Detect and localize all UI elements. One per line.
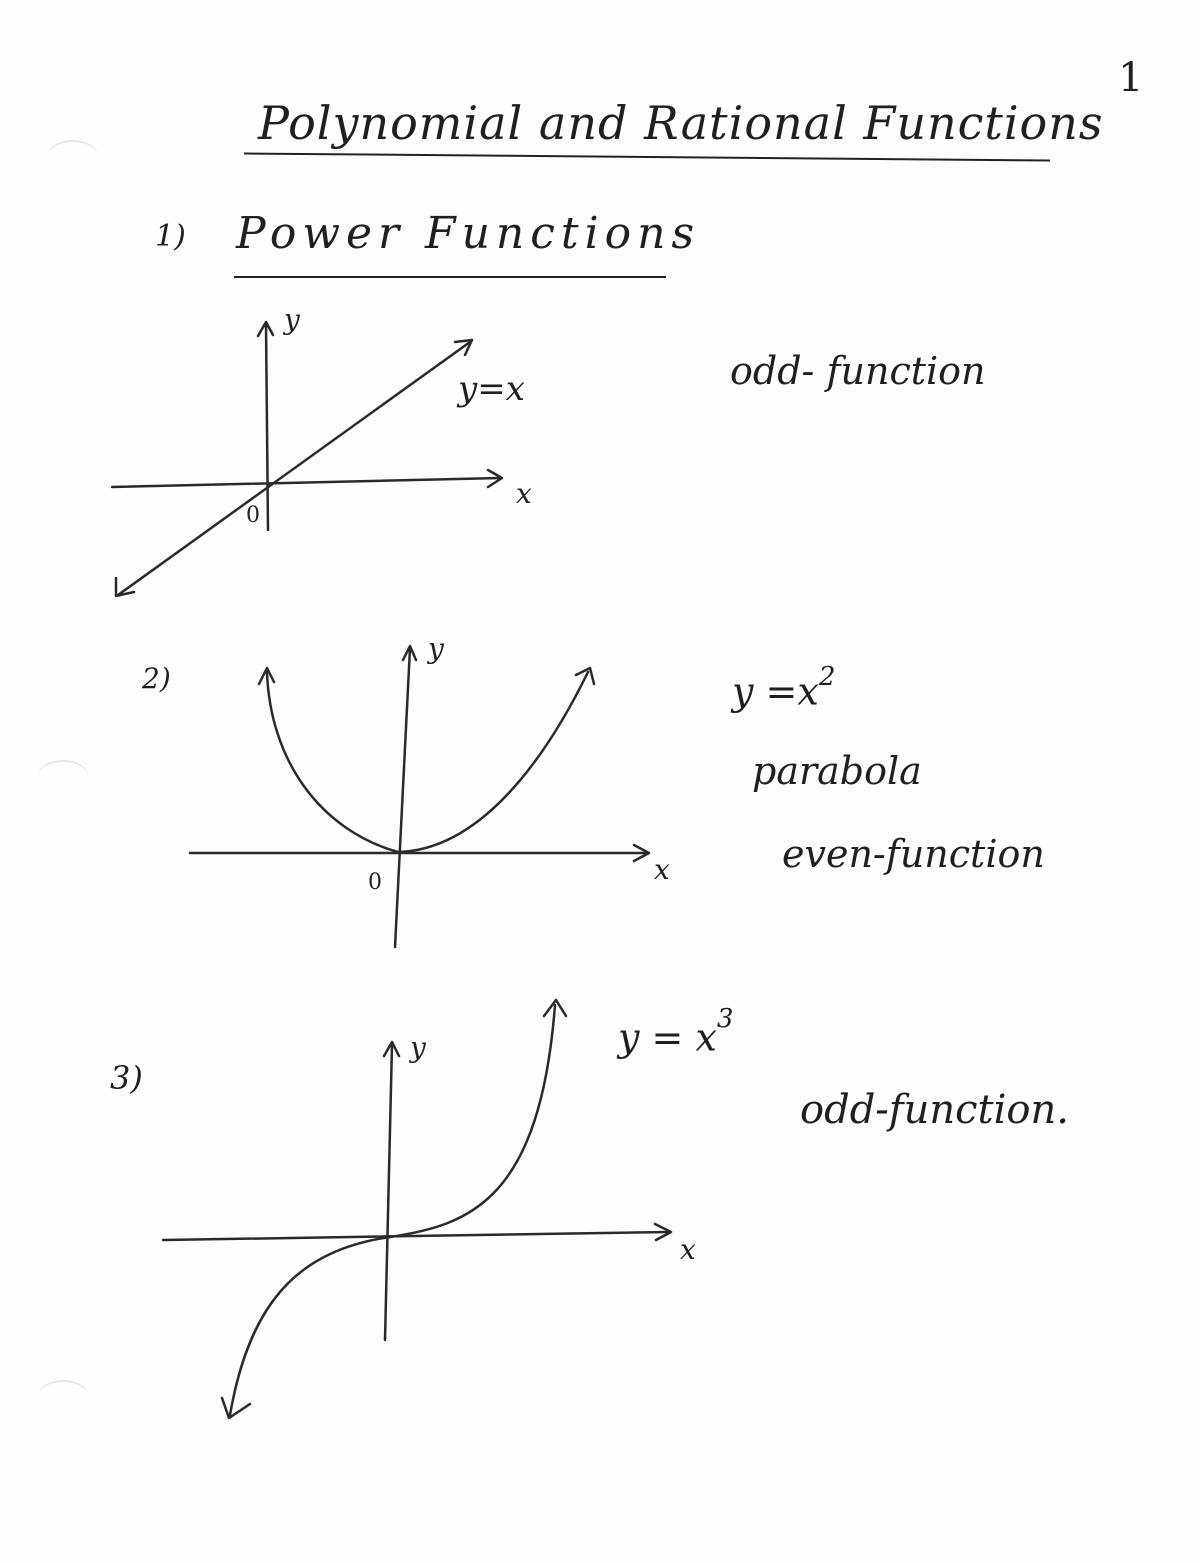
plot-3-y-label: y: [410, 1031, 426, 1064]
plot-2-name: parabola: [752, 749, 922, 793]
plot-2-x-arrowhead: [632, 843, 651, 863]
punch-hole-mark: [48, 140, 98, 172]
plot-3-y-arrowhead: [382, 1040, 401, 1058]
plot-1-y-label: y: [284, 303, 300, 336]
page-title: Polynomial and Rational Functions: [258, 96, 1104, 150]
plot-1-graph: [110, 320, 504, 598]
plot-3-graph: [161, 998, 673, 1420]
plot-2-y-axis: [393, 646, 412, 949]
plot-2-right-arrowhead: [574, 666, 596, 686]
plot-1-origin-label: 0: [246, 503, 260, 528]
plot-3-bottom-arrowhead: [220, 1396, 252, 1420]
plot-2-number: 2): [142, 662, 171, 695]
page-number: 1: [1118, 55, 1144, 101]
plot-1-y-arrowhead: [256, 320, 275, 338]
plot-1-x-label: x: [516, 477, 532, 510]
plot-3-equation: y = x3: [618, 1006, 733, 1060]
plot-1-x-axis: [110, 476, 502, 489]
plot-3-cubic: [228, 1003, 557, 1417]
plot-3-y-axis: [383, 1043, 394, 1342]
punch-hole-mark: [38, 760, 88, 792]
plot-2-description: even-function: [782, 832, 1045, 876]
plot-3-equation-power: 3: [716, 1004, 734, 1034]
plot-2-origin-label: 0: [368, 870, 382, 895]
plot-1-x-arrowhead: [486, 468, 504, 489]
plot-3-number: 3): [110, 1059, 143, 1097]
plot-3-top-arrowhead: [542, 998, 568, 1018]
section-underline: [234, 276, 666, 278]
plot-2-y-label: y: [428, 632, 444, 665]
plot-2-graph: [188, 644, 651, 949]
plot-1-line: [116, 340, 472, 597]
plot-2-equation-base: y =x: [732, 669, 819, 714]
plot-3-equation-base: y = x: [618, 1015, 717, 1060]
section-number: 1): [155, 219, 186, 254]
plot-3-x-arrowhead: [653, 1222, 673, 1242]
plot-3-x-label: x: [680, 1233, 696, 1266]
plot-2-x-label: x: [654, 853, 670, 886]
punch-hole-mark: [38, 1380, 88, 1412]
plot-1-y-axis: [264, 323, 270, 532]
plot-2-y-arrowhead: [401, 644, 418, 662]
section-heading: Power Functions: [236, 208, 701, 259]
plot-3-x-axis: [161, 1230, 672, 1242]
plot-3-description: odd-function.: [800, 1087, 1069, 1133]
plot-1-line-tail-arrowhead: [114, 576, 136, 598]
plot-1-line-arrowhead: [453, 338, 474, 357]
plot-2-equation: y =x2: [732, 664, 835, 714]
plot-1-equation: y=x: [458, 369, 525, 409]
plot-2-parabola: [265, 670, 590, 854]
plot-2-left-arrowhead: [257, 666, 276, 686]
plot-1-description: odd- function: [730, 349, 986, 393]
plot-2-equation-power: 2: [818, 662, 836, 692]
